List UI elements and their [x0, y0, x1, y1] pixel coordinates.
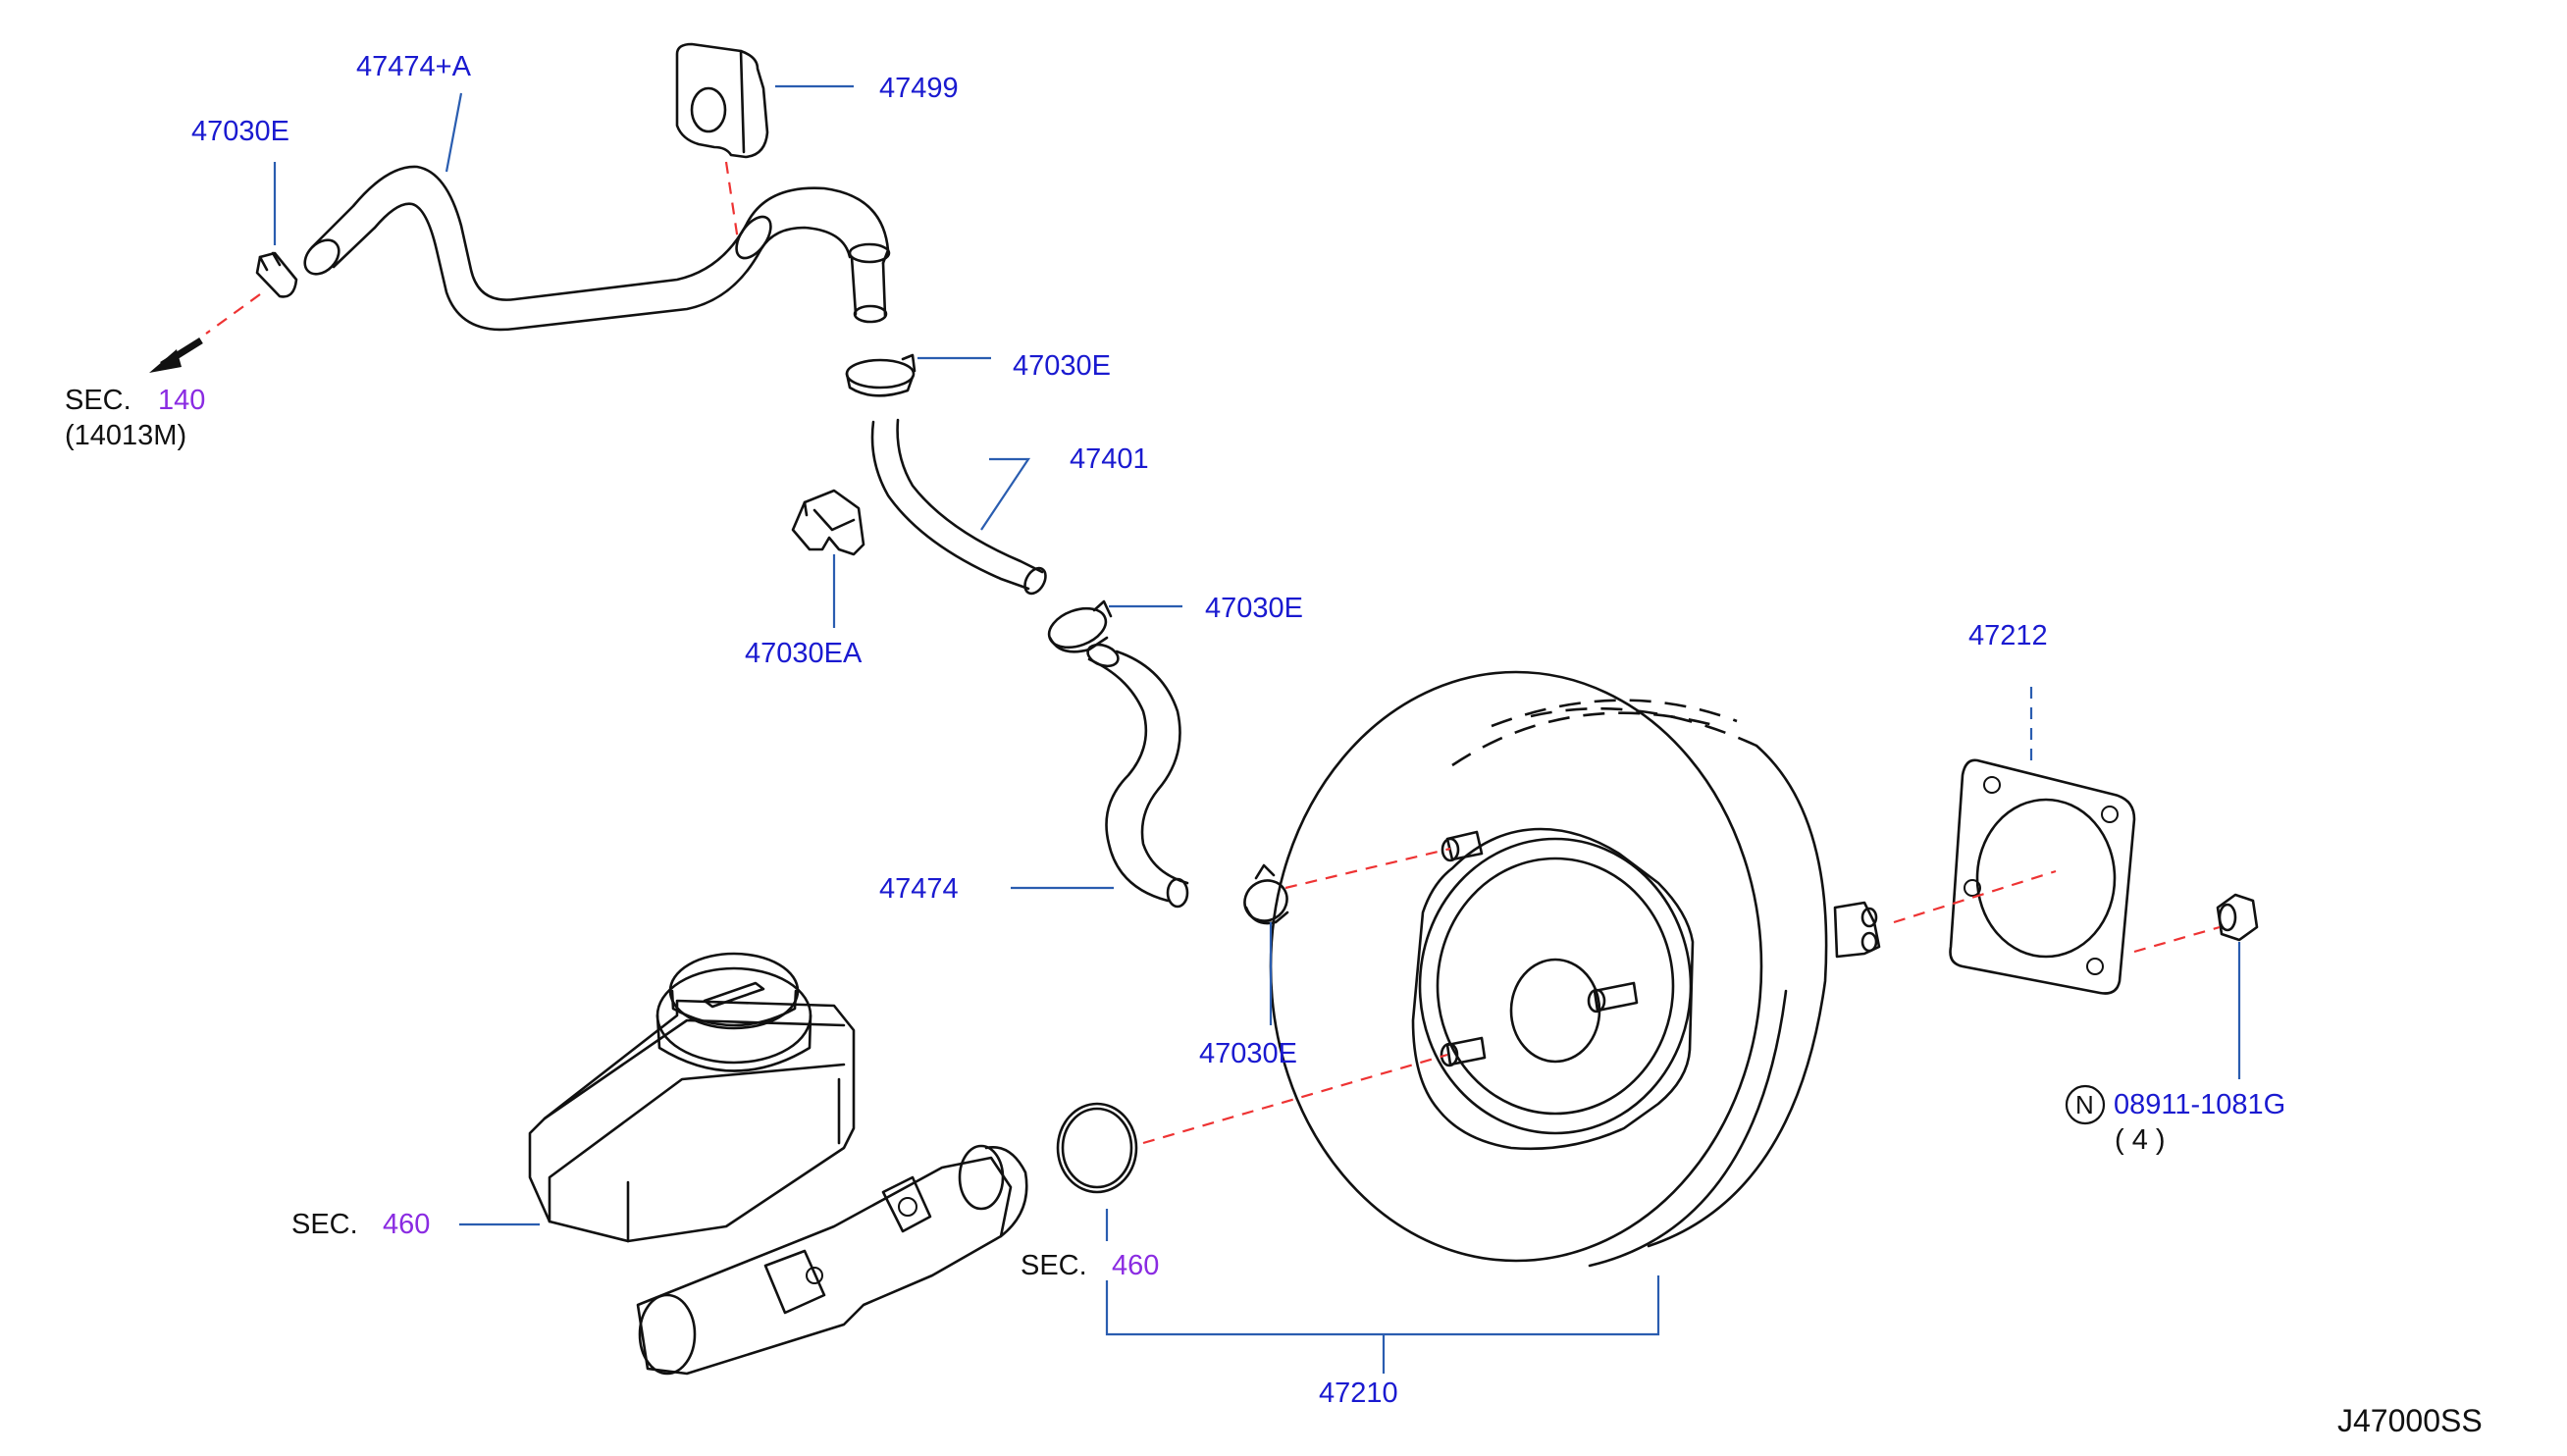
hose-mount-bracket [675, 42, 769, 159]
nut-quantity: ( 4 ) [2115, 1124, 2166, 1156]
label-47474: 47474 [879, 873, 959, 905]
center-lines [205, 161, 2221, 1145]
label-47474-a: 47474+A [356, 51, 471, 82]
label-47212: 47212 [1968, 620, 2048, 651]
sec-number-140: 140 [158, 385, 206, 416]
label-47030e-middle: 47030E [1205, 593, 1303, 624]
sec-reference-14013m: (14013M) [65, 420, 187, 451]
label-47210: 47210 [1319, 1378, 1398, 1409]
hose-clip-bracket [791, 489, 865, 556]
vacuum-hose-47474 [1086, 643, 1189, 909]
sec-label-460-center: SEC. [1021, 1250, 1087, 1281]
label-47030e-upper: 47030E [1013, 350, 1111, 382]
booster-gasket [1949, 758, 2136, 995]
sec-number-460-center: 460 [1112, 1250, 1160, 1281]
hose-clamp-upper [845, 353, 917, 397]
diagram-code: J47000SS [2337, 1403, 2483, 1438]
nut-symbol-icon [2065, 1084, 2106, 1125]
label-47030e-booster: 47030E [1199, 1038, 1297, 1069]
label-08911-1081g: 08911-1081G [2114, 1089, 2286, 1120]
upper-vacuum-hose [303, 165, 891, 332]
sec-label-140: SEC. [65, 385, 131, 416]
sec-number-460-left: 460 [383, 1209, 431, 1240]
nut-symbol-letter: N [2075, 1090, 2094, 1119]
brake-booster [1269, 670, 1881, 1268]
label-47030e-left: 47030E [191, 116, 289, 147]
master-cylinder [528, 952, 1028, 1376]
label-47030ea: 47030EA [745, 638, 863, 669]
leader-lines [273, 84, 2241, 1374]
sec-label-460-left: SEC. [291, 1209, 358, 1240]
vacuum-hose-47401 [870, 418, 1047, 596]
hose-clamp-booster [1243, 863, 1289, 925]
hose-clamp-left [255, 251, 298, 298]
direction-arrow-icon [149, 338, 203, 373]
label-47401: 47401 [1070, 443, 1149, 475]
label-47499: 47499 [879, 73, 959, 104]
flange-nut [2216, 893, 2259, 942]
o-ring-seal [1056, 1102, 1138, 1194]
hose-clamp-middle [1047, 599, 1113, 653]
